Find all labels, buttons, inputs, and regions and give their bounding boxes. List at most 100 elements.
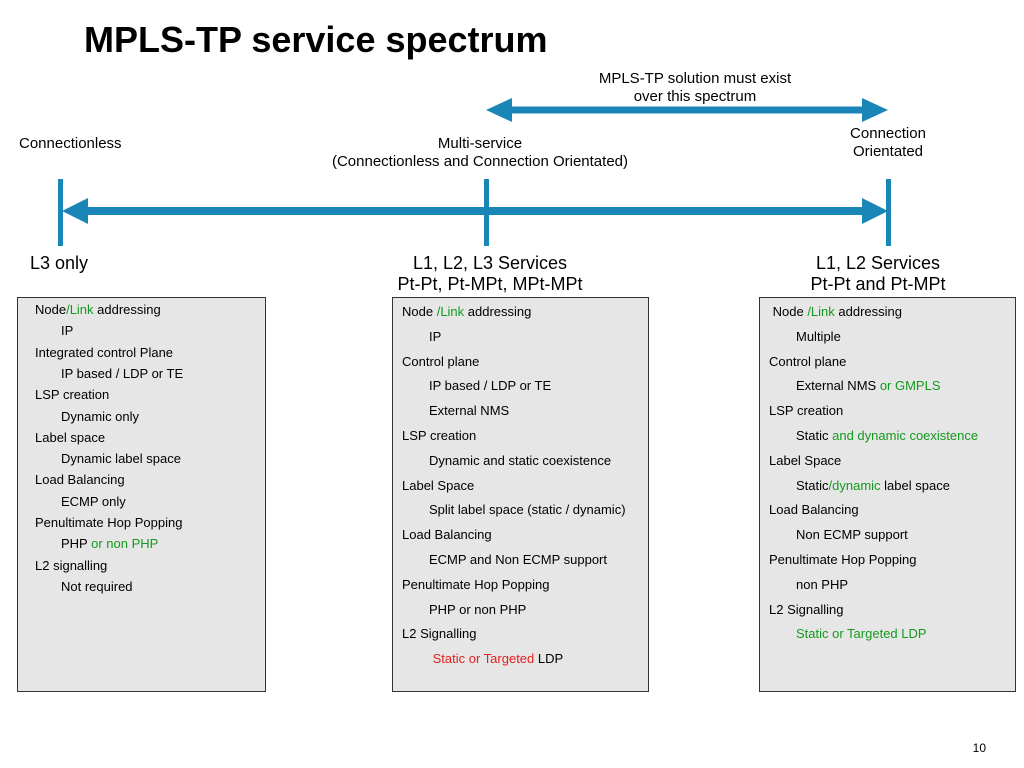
feature-text: Static [796,477,829,493]
feature-row: Node/Link addressing [35,302,161,318]
feature-text: /Link [436,304,465,319]
feature-row: L2 signalling [35,558,107,574]
label-connectionless: Connectionless [19,135,122,152]
feature-text: Static or Targeted [429,651,538,667]
feature-row: Label space [35,430,105,446]
feature-text: Penultimate Hop Popping [402,576,550,592]
feature-row: ECMP and Non ECMP support [429,552,607,568]
label-multi-service-line1: Multi-service [437,135,523,152]
label-connection-orientated: Connection Orientated [828,125,948,161]
feature-row: Load Balancing [402,527,492,543]
feature-text: Node [35,302,67,317]
feature-row: Control plane [402,354,479,370]
feature-text: Multiple [796,328,841,344]
feature-row: L2 Signalling [769,602,843,618]
feature-row: IP based / LDP or TE [61,366,183,382]
feature-text: Static or Targeted LDP [796,626,927,642]
column-heading-multi-line2: Pt-Pt, Pt-MPt, MPt-MPt [397,274,583,294]
feature-row: Load Balancing [35,472,125,488]
feature-row: ECMP only [61,494,126,510]
column-heading-co: L1, L2 Services Pt-Pt and Pt-MPt [758,253,998,295]
feature-text: PHP or non PHP [429,601,527,617]
feature-text: Dynamic only [61,408,140,424]
feature-row: Dynamic label space [61,451,181,467]
feature-text: External NMS [796,378,880,394]
label-connection-orientated-line2: Orientated [852,143,924,160]
feature-row: Penultimate Hop Popping [402,577,549,593]
feature-row: External NMS [429,403,509,419]
spectrum-caption-line2: over this spectrum [633,88,757,105]
label-connection-orientated-line1: Connection [850,125,926,142]
top-double-arrow [486,98,888,122]
feature-text: Dynamic and static coexistence [429,452,612,468]
feature-text: IP [61,323,74,339]
feature-text: L2 signalling [35,557,108,573]
feature-text: External NMS [429,403,510,419]
feature-row: IP based / LDP or TE [429,378,551,394]
feature-row: External NMS or GMPLS [796,378,941,394]
feature-text: and dynamic coexistence [832,428,979,443]
feature-text: Label Space [402,477,475,493]
spectrum-caption-line1: MPLS-TP solution must exist [598,70,792,87]
feature-row: Dynamic only [61,409,139,425]
feature-row: Dynamic and static coexistence [429,453,611,469]
feature-text: Dynamic label space [61,451,181,467]
feature-text: or GMPLS [879,378,941,394]
feature-text: LSP creation [35,387,110,403]
feature-text: PHP [61,536,92,552]
feature-text: or non PHP [91,536,159,552]
feature-text: Penultimate Hop Popping [35,515,183,530]
feature-row: Static or Targeted LDP [796,626,927,642]
feature-row: LSP creation [35,387,109,403]
main-spectrum-arrow [62,198,888,224]
feature-text: IP based / LDP or TE [61,365,184,381]
feature-row: Split label space (static / dynamic) [429,502,626,518]
feature-row: Load Balancing [769,502,859,518]
feature-row: Integrated control Plane [35,345,173,361]
feature-text: ECMP only [61,493,126,509]
feature-text: addressing [93,302,161,317]
feature-text: Load Balancing [35,472,125,488]
feature-row: PHP or non PHP [429,602,526,618]
feature-text: addressing [834,304,902,319]
feature-text: IP based / LDP or TE [429,378,552,394]
feature-row: Node /Link addressing [402,304,531,320]
feature-row: L2 Signalling [402,626,476,642]
feature-text: LDP [537,651,564,667]
left-tick [58,179,63,246]
label-multi-service: Multi-service (Connectionless and Connec… [300,135,660,171]
column-heading-co-line1: L1, L2 Services [815,253,941,273]
feature-row: non PHP [796,577,848,593]
feature-text: Non ECMP support [796,527,908,543]
feature-text: /dynamic [828,477,881,493]
feature-text: Label Space [769,452,842,468]
feature-text: Node [402,304,437,319]
feature-row: Static/dynamic label space [796,478,950,494]
feature-row: LSP creation [402,428,476,444]
feature-text: IP [429,328,442,344]
feature-text: non PHP [796,576,849,592]
feature-row: Non ECMP support [796,527,908,543]
feature-row: LSP creation [769,403,843,419]
feature-text: /Link [66,302,94,317]
feature-text: Label space [35,429,106,445]
feature-text: Control plane [769,353,847,369]
feature-text: LSP creation [402,428,477,443]
feature-text: ECMP and Non ECMP support [429,552,607,567]
feature-row: Static or Targeted LDP [429,651,564,667]
feature-text: Static [796,428,833,443]
feature-text: LSP creation [769,403,844,419]
feature-text: L2 Signalling [769,601,844,617]
feature-row: IP [61,323,73,339]
feature-row: Node /Link addressing [769,304,902,320]
feature-row: Label Space [769,453,841,469]
feature-text: Load Balancing [769,502,859,518]
feature-text: L2 Signalling [402,626,477,642]
feature-text: Node [769,304,808,319]
feature-row: Multiple [796,329,841,345]
spectrum-caption: MPLS-TP solution must exist over this sp… [560,70,830,106]
